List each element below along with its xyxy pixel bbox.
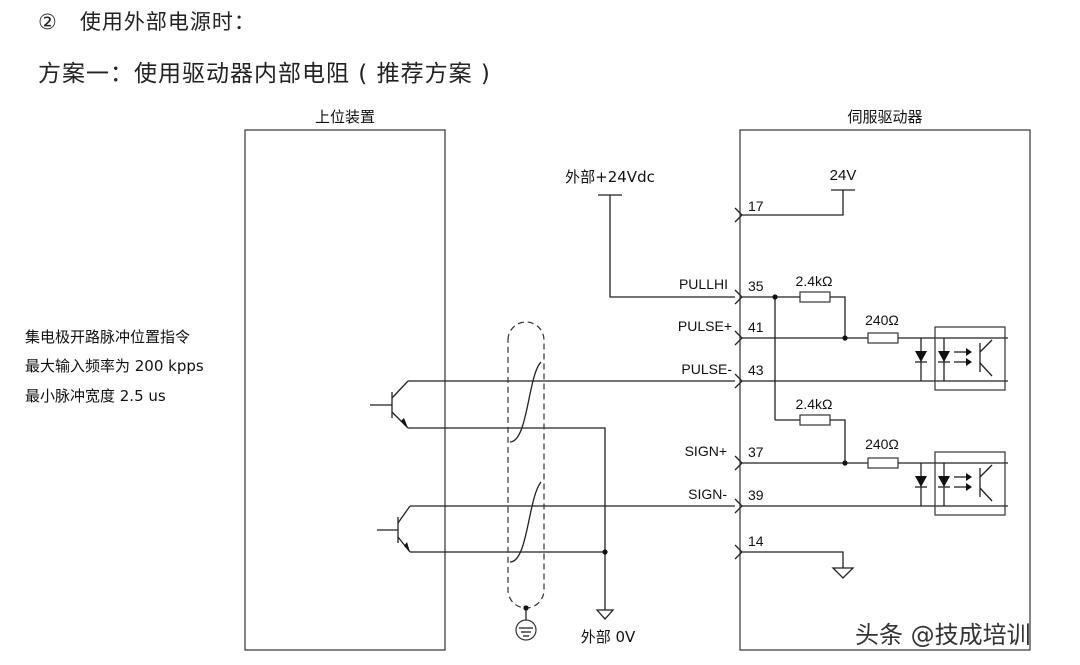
heading-scheme-one: 方案一：使用驱动器内部电阻 ( 推荐方案 ) [38, 61, 491, 87]
note-open-collector: 集电极开路脉冲位置指令 [25, 328, 190, 346]
transistor-pulse [370, 380, 409, 429]
signal-pullhi: PULLHI [679, 276, 728, 292]
pin-41: 41 [748, 319, 764, 335]
resistor-240-sign [867, 457, 899, 469]
pin-37: 37 [748, 444, 764, 460]
note-min-pulse-width: 最小脉冲宽度 2.5 us [25, 387, 166, 405]
resistor-2k4-sign-label: 2.4kΩ [796, 396, 833, 412]
external-0v-label: 外部 0V [581, 628, 636, 646]
host-device-box [244, 129, 446, 651]
resistor-2k4-pulse [799, 291, 831, 303]
pin-35: 35 [748, 278, 764, 294]
resistor-240-pulse [867, 332, 899, 344]
signal-pulse-plus: PULSE+ [678, 318, 732, 334]
resistor-240-sign-label: 240Ω [865, 436, 899, 452]
servo-driver-label: 伺服驱动器 [847, 108, 922, 126]
resistor-240-pulse-label: 240Ω [865, 312, 899, 328]
transistor-sign [377, 505, 411, 553]
optocoupler-sign [915, 451, 1006, 516]
external-24v-label: 外部+24Vdc [565, 168, 655, 186]
pin-39: 39 [748, 487, 764, 503]
signal-pulse-minus: PULSE- [681, 361, 732, 377]
pin-14: 14 [748, 533, 764, 549]
pullhi-wire [609, 195, 735, 298]
resistor-2k4-pulse-label: 2.4kΩ [796, 273, 833, 289]
optocoupler-pulse [915, 326, 1006, 391]
resistor-2k4-sign [799, 414, 831, 426]
pin-43: 43 [748, 362, 764, 378]
pin-17: 17 [748, 198, 764, 214]
host-device-label: 上位装置 [315, 108, 375, 126]
connector-arrows [734, 207, 743, 560]
servo-driver-box [739, 129, 1031, 651]
shielded-cable [507, 321, 545, 641]
heading-external-power: ② 使用外部电源时： [38, 10, 256, 34]
internal-24v-label: 24V [830, 167, 857, 184]
watermark: 头条 @技成培训 [855, 621, 1031, 649]
signal-sign-minus: SIGN- [688, 486, 727, 502]
note-max-frequency: 最大输入频率为 200 kpps [25, 357, 204, 375]
signal-sign-plus: SIGN+ [685, 443, 727, 459]
